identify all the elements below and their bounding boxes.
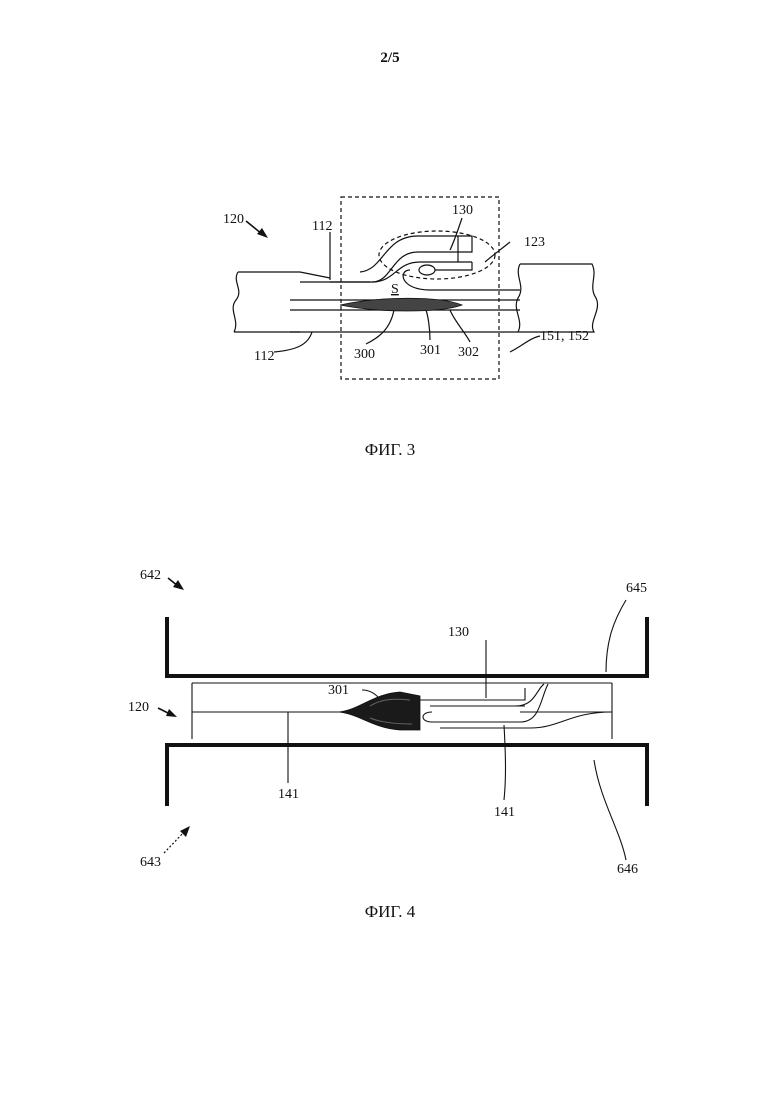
figure-4-drawing: 642 645 130 301 120 141 141 643 646 [0, 540, 780, 900]
loop-fiber-2 [515, 684, 544, 706]
label-646: 646 [617, 862, 638, 877]
label-141-right: 141 [494, 805, 515, 820]
leader-646 [594, 760, 626, 860]
label-120: 120 [223, 212, 244, 227]
leader-141-right [504, 725, 506, 800]
loop-eye [419, 265, 435, 275]
loop-tail [435, 262, 472, 270]
figure-3-caption: ФИГ. 3 [0, 440, 780, 460]
label-300: 300 [354, 347, 375, 362]
element-130 [420, 688, 525, 700]
label-301-fig4: 301 [328, 683, 349, 698]
leader-112-bottom [274, 332, 312, 352]
label-645: 645 [626, 581, 647, 596]
arrow-642-head [173, 580, 184, 590]
bent-fiber-outer [330, 236, 472, 282]
label-642: 642 [140, 568, 161, 583]
leader-301 [426, 310, 430, 340]
fiber-top-line [300, 272, 330, 278]
label-130-fig4: 130 [448, 625, 469, 640]
leader-123 [485, 242, 510, 262]
label-120-fig4: 120 [128, 700, 149, 715]
label-112-bottom: 112 [254, 349, 274, 364]
arrow-120-head [257, 228, 268, 238]
arrow-120-fig4-head [166, 709, 177, 717]
right-fiber-body [516, 264, 597, 332]
leader-645 [606, 600, 626, 672]
bent-fiber-inner [372, 262, 472, 282]
label-S: S [391, 282, 399, 297]
figure-4-caption: ФИГ. 4 [0, 902, 780, 922]
lower-clamp-643 [167, 745, 647, 806]
label-141-left: 141 [278, 787, 299, 802]
return-fiber-4 [440, 712, 612, 728]
label-123: 123 [524, 235, 545, 250]
figure-3-drawing: 120 112 130 123 S 112 300 301 302 151, 1… [0, 0, 780, 440]
upper-clamp-642 [167, 617, 647, 676]
label-130: 130 [452, 203, 473, 218]
leader-300 [366, 310, 394, 344]
label-301: 301 [420, 343, 441, 358]
leader-151 [510, 336, 540, 352]
label-643: 643 [140, 855, 161, 870]
arrow-643 [164, 832, 184, 853]
leader-130 [450, 218, 462, 250]
label-302: 302 [458, 345, 479, 360]
left-fiber-body [233, 272, 300, 332]
label-112-top: 112 [312, 219, 332, 234]
leader-302 [450, 310, 470, 342]
label-151-152: 151, 152 [540, 329, 589, 344]
